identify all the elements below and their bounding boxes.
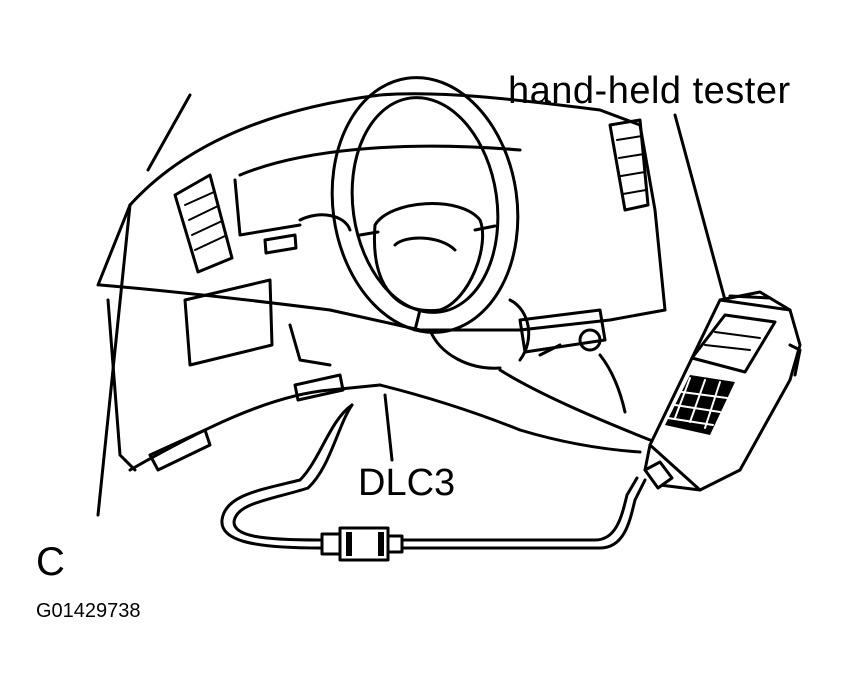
a-pillar <box>96 93 192 517</box>
hand-held-tester-device <box>643 290 802 492</box>
right-air-vent <box>608 118 650 212</box>
hand-held-tester-label: hand-held tester <box>508 70 791 112</box>
center-console <box>518 308 627 414</box>
leader-lines <box>383 113 727 462</box>
figure-id-label: G01429738 <box>36 600 141 622</box>
lower-panel <box>148 233 345 472</box>
steering-column <box>298 213 531 370</box>
dlc3-label: DLC3 <box>358 462 456 504</box>
tester-keypad <box>665 375 735 435</box>
view-letter-label: C <box>36 540 65 584</box>
left-air-vent <box>173 173 234 274</box>
cable-connector <box>320 526 404 562</box>
tester-cable <box>220 403 647 550</box>
steering-wheel <box>330 76 520 334</box>
dashboard-outline <box>96 92 667 472</box>
